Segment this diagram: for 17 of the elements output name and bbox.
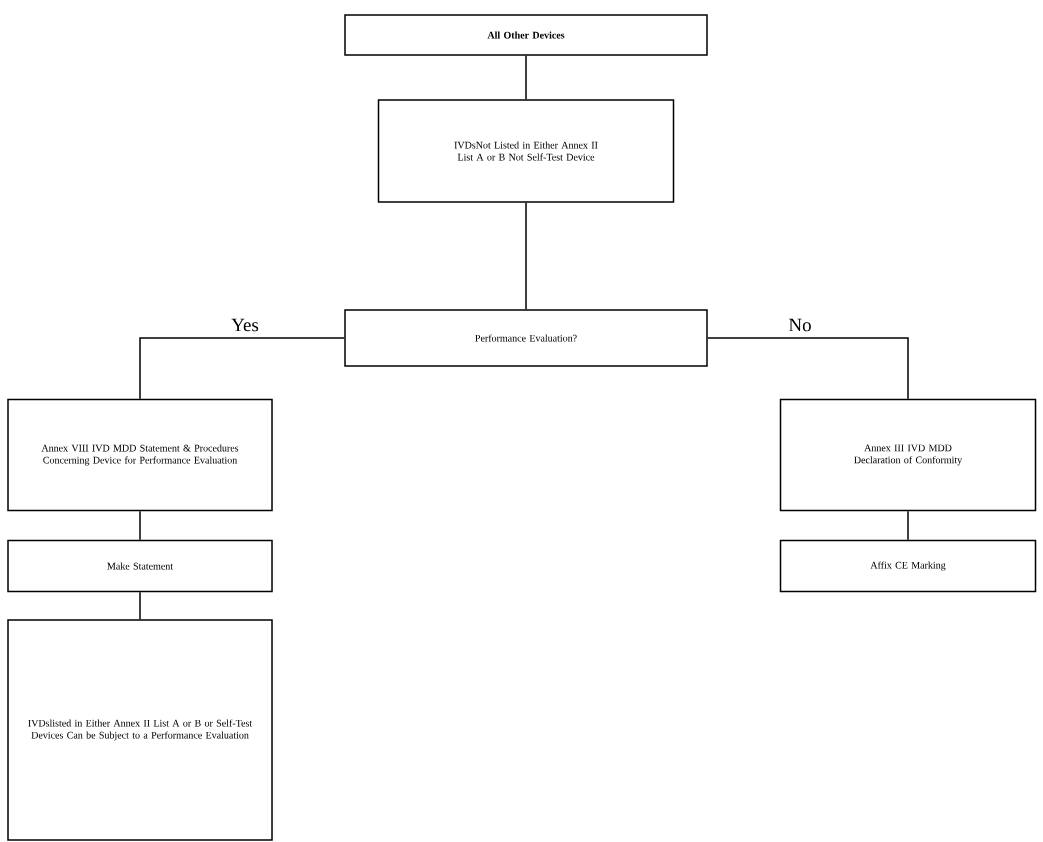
connector-line bbox=[707, 337, 909, 400]
connector-line bbox=[525, 55, 527, 100]
edge-label: Yes bbox=[231, 318, 259, 332]
process-box: IVDslisted in Either Annex II List A or B or Self-Test Devices Can be Subject to a Performance Evaluation bbox=[7, 619, 273, 841]
process-box: IVDsNot Listed in Either Annex II List A or B Not Self-Test Device bbox=[377, 99, 675, 203]
connector-line bbox=[139, 510, 141, 541]
process-box: Annex III IVD MDD Declaration of Conformity bbox=[779, 398, 1037, 512]
connector-line bbox=[139, 337, 345, 400]
edge-label: No bbox=[788, 318, 811, 332]
connector-line bbox=[525, 202, 527, 310]
process-box: Make Statement bbox=[7, 539, 273, 593]
connector-line bbox=[907, 510, 909, 541]
process-box: Annex VIII IVD MDD Statement & Procedures Concerning Device for Performance Evaluation bbox=[7, 398, 273, 512]
connector-line bbox=[139, 591, 141, 620]
process-box: Performance Evaluation? bbox=[344, 309, 708, 367]
process-box: All Other Devices bbox=[344, 14, 708, 56]
process-box: Affix CE Marking bbox=[779, 539, 1037, 593]
